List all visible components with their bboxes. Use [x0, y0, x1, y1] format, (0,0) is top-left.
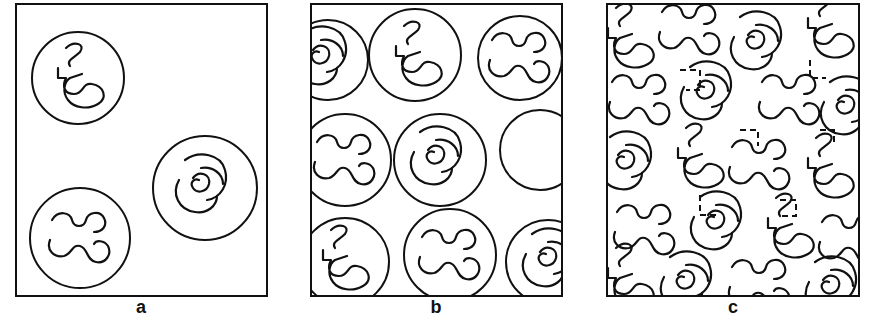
panel-label: c — [728, 297, 738, 318]
panel-label: b — [431, 297, 442, 318]
panel-label: a — [136, 297, 146, 318]
